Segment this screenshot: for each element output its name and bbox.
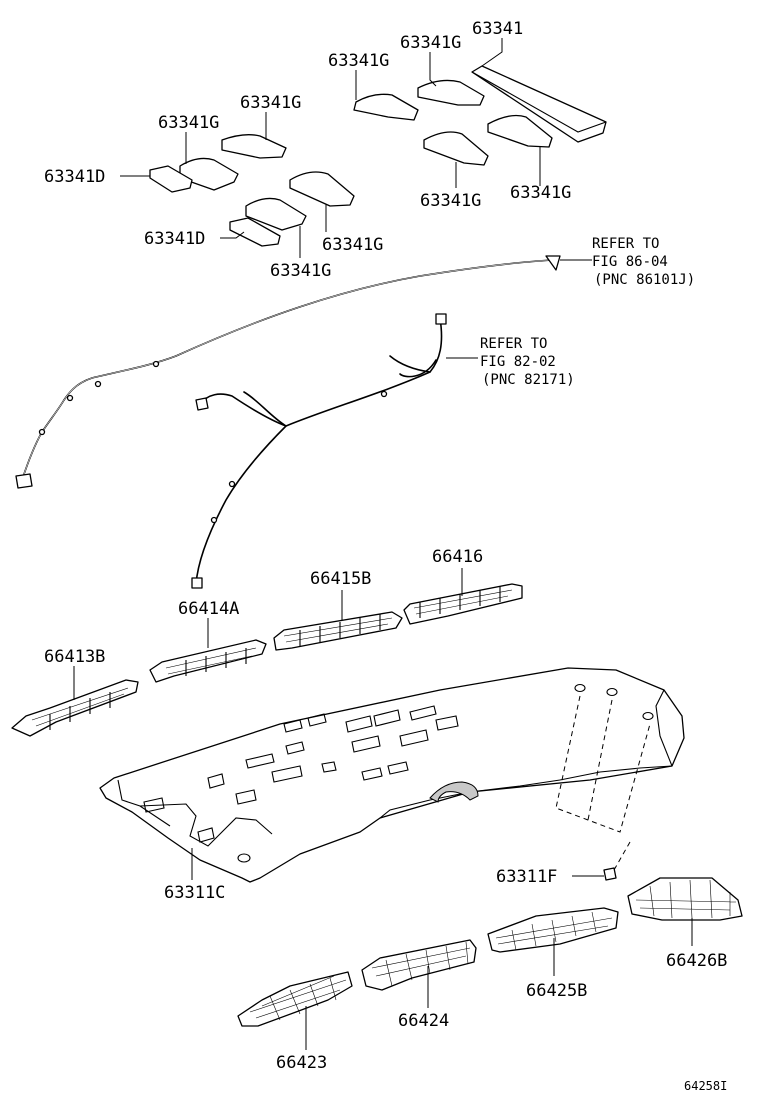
label-66414a: 66414A (178, 599, 239, 619)
pad-63341g-mid-a[interactable] (221, 134, 287, 159)
pad-63341g-top-b[interactable] (417, 79, 485, 106)
connector-harness-roof-end (15, 473, 33, 489)
ref2-line1: REFER TO (480, 336, 547, 352)
trim-66426b[interactable] (627, 877, 743, 921)
trim-66423[interactable] (237, 971, 353, 1027)
pad-leaders (120, 38, 541, 258)
trim-66424[interactable] (361, 939, 477, 991)
pad-63341g-low-c[interactable] (487, 114, 553, 148)
ref1-line1: REFER TO (592, 236, 659, 252)
pad-63341d-b[interactable] (229, 217, 281, 247)
headlining-63311c[interactable] (99, 667, 685, 883)
label-66426b: 66426B (666, 951, 727, 971)
label-63341g-mid-a: 63341G (240, 93, 301, 113)
label-63341: 63341 (472, 19, 523, 39)
trim-66425b[interactable] (487, 907, 619, 953)
part-labels: 63341 63341G 63341G 63341G 63341G 63341D… (44, 19, 727, 1093)
label-63341g-low-a: 63341G (270, 261, 331, 281)
label-63341d-b: 63341D (144, 229, 205, 249)
connector-harness-room-upper (435, 313, 447, 325)
roof-side-trims (11, 568, 523, 737)
figure-id: 64258I (684, 1079, 727, 1093)
label-63341g-top-a: 63341G (328, 51, 389, 71)
harness-roof-clips (38, 360, 160, 436)
wire-harness-roof (15, 255, 592, 489)
label-66423: 66423 (276, 1053, 327, 1073)
ref2-line3: (PNC 82171) (482, 372, 575, 388)
pad-63341d-a[interactable] (149, 165, 193, 193)
ref2-line2: FIG 82-02 (480, 354, 556, 370)
label-63311f: 63311F (496, 867, 557, 887)
clip-63311f[interactable] (603, 867, 617, 881)
pad-group (149, 65, 607, 247)
trim-66416[interactable] (403, 583, 523, 625)
label-63311c: 63311C (164, 883, 225, 903)
label-63341g-low-c: 63341G (510, 183, 571, 203)
connector-harness-room-lower (191, 577, 203, 589)
label-63341g-top-b: 63341G (400, 33, 461, 53)
label-63341g-mid-c: 63341G (322, 235, 383, 255)
trim-66414a[interactable] (149, 639, 267, 683)
label-63341g-low-b: 63341G (420, 191, 481, 211)
ref1-line3: (PNC 86101J) (594, 272, 695, 288)
pad-63341g-low-a[interactable] (245, 197, 307, 231)
label-63341g-mid-b: 63341G (158, 113, 219, 133)
pad-63341g-low-b[interactable] (423, 131, 489, 166)
pad-63341g-mid-c[interactable] (289, 171, 355, 207)
clip-63311f-group (555, 695, 651, 881)
trim-66415b[interactable] (273, 611, 403, 651)
pad-63341[interactable] (471, 65, 607, 143)
label-66413b: 66413B (44, 647, 105, 667)
label-66415b: 66415B (310, 569, 371, 589)
connector-harness-roof-front (545, 255, 561, 271)
lower-trims (237, 877, 743, 1050)
headlining-cutouts (143, 705, 459, 843)
label-63341d-a: 63341D (44, 167, 105, 187)
label-66416: 66416 (432, 547, 483, 567)
ref1-line2: FIG 86-04 (592, 254, 668, 270)
label-66425b: 66425B (526, 981, 587, 1001)
pad-63341g-mid-b[interactable] (179, 157, 239, 191)
wire-harness-room (191, 313, 478, 589)
label-66424: 66424 (398, 1011, 449, 1031)
trim-66413b[interactable] (11, 679, 139, 737)
pad-63341g-top-a[interactable] (353, 93, 419, 121)
